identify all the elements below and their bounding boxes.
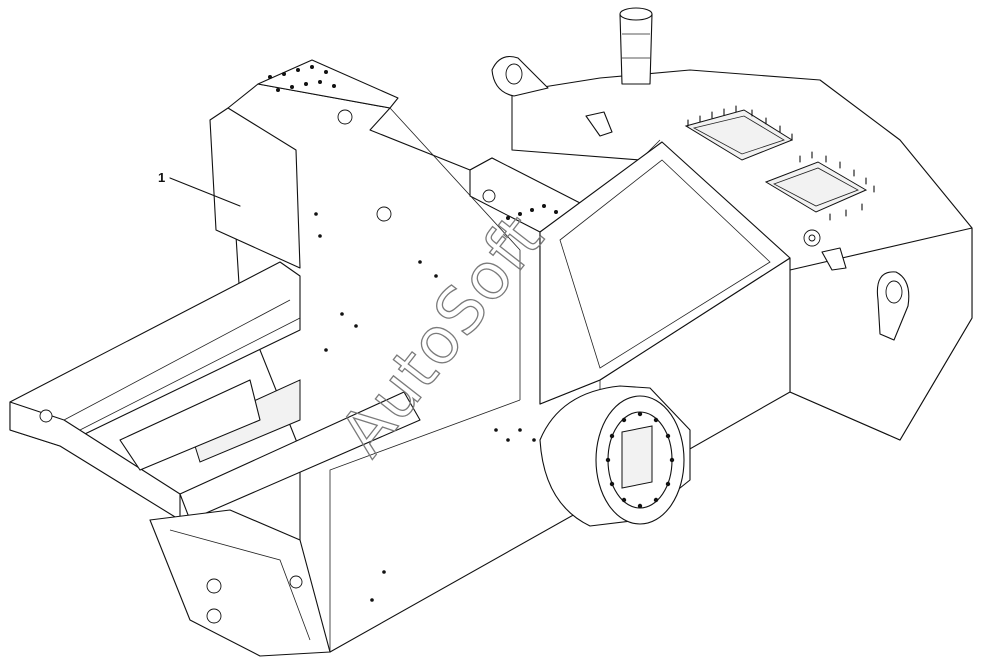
cab-frame (9, 107, 421, 521)
callout-label: 1 (158, 170, 165, 185)
chassis-body (227, 59, 791, 653)
lower-bracket (149, 509, 331, 657)
counterweight-block (491, 7, 973, 441)
body-holes (39, 65, 558, 602)
callout-1: 1 (158, 170, 241, 207)
slew-ring (539, 385, 691, 527)
